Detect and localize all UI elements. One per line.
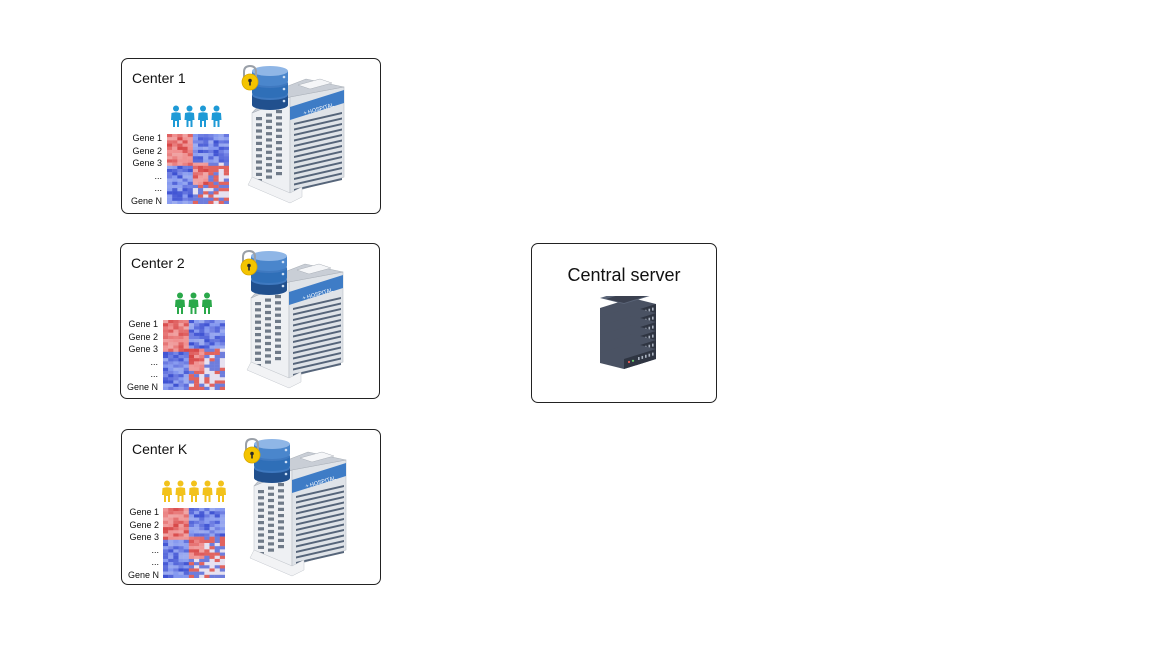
server-led (631, 359, 635, 362)
gene-label-list: Gene 1 Gene 2 Gene 3 ... ... Gene N (118, 318, 158, 394)
person-icon (175, 292, 185, 314)
gene-label: Gene N (130, 195, 162, 206)
patients-icon-group (175, 292, 212, 314)
hospital-sign (290, 90, 344, 120)
gene-label: Gene 2 (129, 519, 159, 530)
gene-label: Gene 1 (132, 133, 162, 143)
expression-heatmap (163, 320, 225, 390)
expression-heatmap (167, 134, 229, 204)
person-icon (211, 105, 222, 127)
gene-label: ... (150, 369, 158, 380)
hospital-sign (289, 275, 343, 305)
hospital-sign (292, 463, 346, 493)
gene-label: ... (151, 544, 159, 555)
person-icon (171, 105, 181, 127)
gene-label: ... (151, 557, 159, 568)
server-title: Central server (567, 265, 681, 285)
gene-label: Gene 3 (132, 158, 162, 169)
lock-shackle (245, 438, 259, 450)
person-icon (188, 292, 199, 314)
lock-shackle (242, 250, 256, 262)
hospital-icon: + HOSPITAL (240, 250, 344, 389)
center-card-1: Center 1 Gene 1 Gene 2 Gene 3 ... ... Ge… (121, 58, 381, 214)
gene-label: Gene 2 (132, 145, 162, 156)
server-rack-icon (600, 296, 656, 369)
person-icon (202, 480, 213, 502)
hospital-icon: + HOSPITAL (243, 438, 347, 577)
center-title: Center 2 (131, 255, 185, 271)
lock-shackle (243, 65, 257, 77)
gene-label: ... (154, 170, 162, 181)
center-card-k: Center K Gene 1 Gene 2 Gene 3 ... ... Ge… (121, 429, 381, 585)
gene-label: Gene 2 (128, 331, 158, 342)
central-server-card: Central server (531, 243, 717, 403)
person-icon (175, 480, 186, 502)
center-card-2: Center 2 Gene 1 Gene 2 Gene 3 ... ... Ge… (120, 243, 380, 399)
gene-label: Gene N (126, 381, 158, 392)
person-icon (162, 480, 172, 502)
gene-label: ... (150, 356, 158, 367)
person-icon (216, 480, 226, 502)
person-icon (189, 480, 199, 502)
person-icon (202, 292, 212, 314)
gene-label: Gene 1 (129, 507, 159, 517)
gene-label: Gene 3 (129, 532, 159, 543)
expression-heatmap (163, 508, 225, 578)
server-led (627, 360, 631, 364)
person-icon (184, 105, 195, 127)
gene-label: Gene 3 (128, 344, 158, 355)
center-title: Center K (132, 441, 188, 457)
gene-label-list: Gene 1 Gene 2 Gene 3 ... ... Gene N (122, 132, 162, 208)
gene-label: Gene 1 (128, 319, 158, 329)
gene-label-list: Gene 1 Gene 2 Gene 3 ... ... Gene N (119, 506, 159, 582)
center-title: Center 1 (132, 70, 186, 86)
gene-label: ... (154, 183, 162, 194)
patients-icon-group (171, 105, 222, 127)
hospital-icon: + HOSPITAL (241, 65, 345, 204)
patients-icon-group (162, 480, 226, 502)
person-icon (198, 105, 208, 127)
gene-label: Gene N (127, 569, 159, 580)
